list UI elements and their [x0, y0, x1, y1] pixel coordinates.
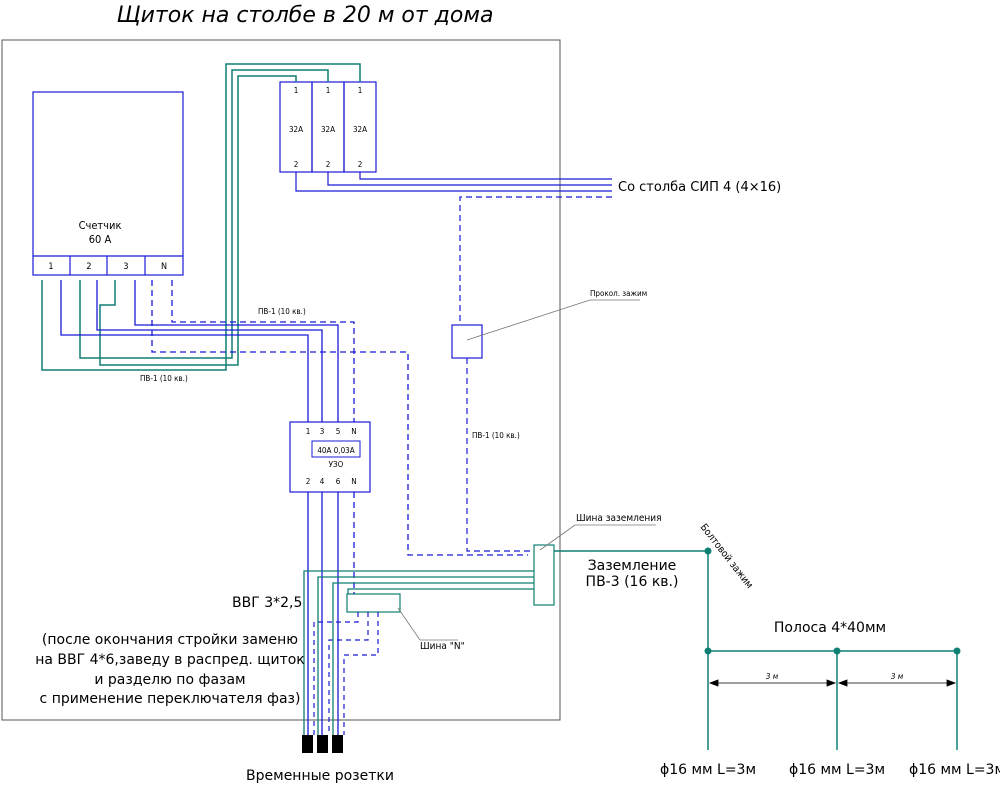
- uzo-name: УЗО: [329, 460, 344, 469]
- uzo-body: [289, 421, 371, 493]
- rod-label-3: ϕ16 мм L=3м: [909, 762, 1000, 778]
- uzo-rating: 40А 0,03А: [317, 446, 354, 455]
- uzo-bottom-2: 2: [306, 477, 311, 486]
- cabinet-outline: [1, 39, 561, 721]
- uzo-top-n: N: [351, 427, 356, 436]
- uzo-top-3: 3: [320, 427, 325, 436]
- meter-terminal-3: 3: [123, 262, 128, 272]
- ground-bus: [533, 544, 555, 606]
- green-wires-meter: [41, 63, 361, 371]
- n-bus-leader: [397, 607, 421, 641]
- rod-label-2: ϕ16 мм L=3м: [789, 762, 885, 778]
- meter-terminal-2: 2: [86, 262, 91, 272]
- meter-rating: 60 А: [89, 233, 112, 246]
- uzo: 1 3 5 N 40А 0,03А УЗО 2 4 6 N: [289, 421, 371, 493]
- meter-body: [32, 91, 184, 276]
- dimensions: [708, 679, 957, 687]
- note-line-4: с применение переключателя фаз): [40, 691, 301, 707]
- breaker-2-top: 1: [326, 86, 331, 95]
- breaker-1-bottom: 2: [294, 160, 299, 169]
- uzo-top-1: 1: [306, 427, 311, 436]
- blue-wires-meter-uzo: [60, 280, 528, 556]
- note: (после окончания стройки заменю на ВВГ 4…: [35, 632, 305, 707]
- breaker-2-bottom: 2: [326, 160, 331, 169]
- n-bus-wires: [313, 612, 379, 735]
- note-line-3: и разделю по фазам: [94, 672, 245, 688]
- breaker-3-bottom: 2: [358, 160, 363, 169]
- bolt-clamp-node: [704, 547, 712, 555]
- rod-label-1: ϕ16 мм L=3м: [660, 762, 756, 778]
- strip-label: Полоса 4*40мм: [774, 620, 886, 636]
- rod-2-node: [833, 647, 841, 655]
- uzo-rating-box: [311, 440, 361, 458]
- socket-1: [302, 735, 313, 753]
- breaker-3-top: 1: [358, 86, 363, 95]
- spacing-2: 3 м: [891, 672, 904, 681]
- breaker-1-rating: 32А: [289, 125, 303, 134]
- meter-terminal-n: N: [161, 262, 167, 272]
- ground-bus-leader: [539, 524, 576, 551]
- pv1-label-right: ПВ-1 (10 кв.): [472, 431, 520, 440]
- grounding-label-1: Заземление: [588, 558, 677, 574]
- spacing-1: 3 м: [766, 672, 779, 681]
- rod-3-node: [953, 647, 961, 655]
- uzo-bottom-n: N: [351, 477, 356, 486]
- uzo-bottom-4: 4: [320, 477, 325, 486]
- sockets: [302, 735, 343, 753]
- pv1-label-top: ПВ-1 (10 кв.): [258, 307, 306, 316]
- clamp-body: [451, 324, 483, 359]
- rod-1-node: [704, 647, 712, 655]
- supply-lines: [295, 172, 612, 325]
- bolt-clamp-label: Болтовой зажим: [698, 522, 755, 591]
- socket-3: [332, 735, 343, 753]
- supply-label: Со столба СИП 4 (4×16): [618, 180, 781, 195]
- pv1-label-left: ПВ-1 (10 кв.): [140, 374, 188, 383]
- electrode: [704, 547, 961, 750]
- ground-bus-label: Шина заземления: [576, 513, 662, 524]
- socket-2: [317, 735, 328, 753]
- note-line-1: (после окончания стройки заменю: [42, 632, 298, 648]
- green-wires-ground: [303, 570, 534, 735]
- meter: Счетчик 60 А 1 2 3 N: [32, 91, 184, 276]
- breaker-3-rating: 32А: [353, 125, 367, 134]
- diagram-title: Щиток на столбе в 20 м от дома: [117, 3, 494, 28]
- piercing-clamp: Прокол. зажим: [451, 289, 647, 552]
- cable-label: ВВГ 3*2,5: [232, 595, 302, 611]
- breakers: 1 1 1 32А 32А 32А 2 2 2: [279, 81, 377, 173]
- n-bus: [346, 593, 401, 613]
- grounding-label-2: ПВ-3 (16 кв.): [586, 574, 679, 590]
- note-line-2: на ВВГ 4*6,заведу в распред. щиток: [35, 652, 305, 668]
- clamp-label: Прокол. зажим: [590, 289, 647, 298]
- uzo-top-5: 5: [336, 427, 341, 436]
- breaker-2-rating: 32А: [321, 125, 335, 134]
- breaker-1-top: 1: [294, 86, 299, 95]
- sockets-label: Временные розетки: [246, 768, 394, 784]
- uzo-bottom-6: 6: [336, 477, 341, 486]
- meter-name: Счетчик: [79, 219, 122, 232]
- blue-wires-uzo-sockets: [307, 492, 355, 735]
- n-bus-label: Шина "N": [420, 641, 465, 652]
- meter-terminal-1: 1: [48, 262, 53, 272]
